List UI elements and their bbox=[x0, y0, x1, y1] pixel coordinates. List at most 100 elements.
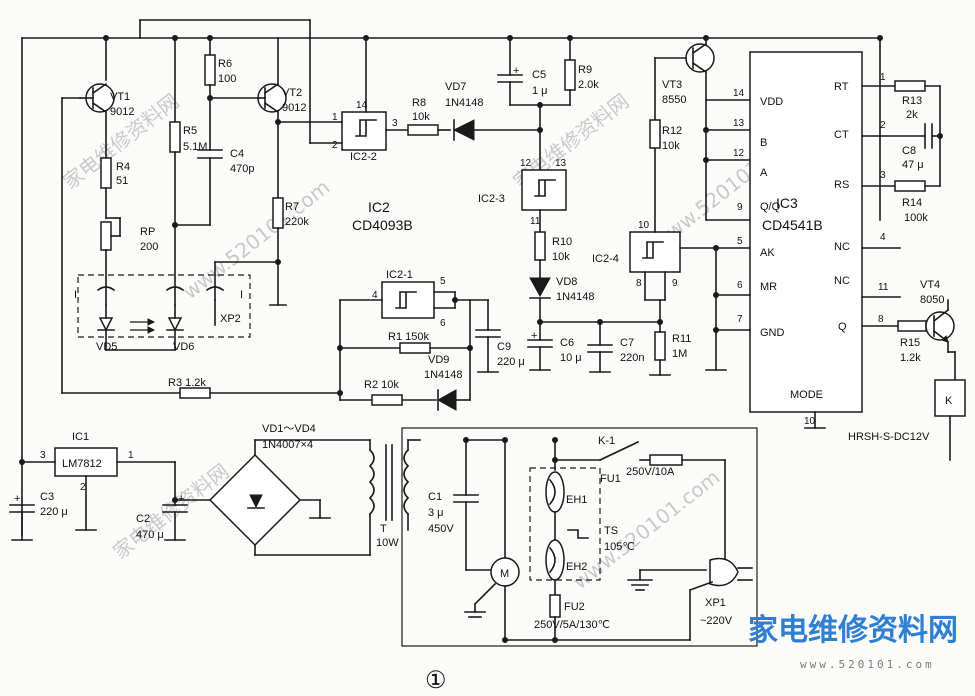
vt4-type: 8050 bbox=[920, 294, 944, 306]
eh2-label: EH2 bbox=[566, 561, 587, 573]
c2-value: 470 μ bbox=[136, 529, 164, 541]
pin-3: 3 bbox=[392, 118, 398, 129]
relay-label: K bbox=[945, 395, 953, 407]
ic3-rc-network: R13 2k C8 47 μ R14 100k bbox=[861, 80, 941, 224]
pin-11: 11 bbox=[530, 216, 541, 227]
mains-section: C1 3 μ 450V M EH1 EH2 TS 105℃ FU2 250V/5… bbox=[401, 427, 758, 647]
ic2-3-label: IC2-3 bbox=[478, 193, 505, 205]
site-logo: 家电维修资料网 www.520101.com bbox=[748, 613, 958, 671]
c2-label: C2 bbox=[136, 513, 150, 525]
r8-label: R8 bbox=[412, 97, 426, 109]
vd7-type: 1N4148 bbox=[445, 97, 484, 109]
ic3-pin-vdd: VDD bbox=[760, 96, 783, 108]
ic3-pin-q: Q bbox=[838, 321, 847, 333]
r4-value: 51 bbox=[116, 175, 128, 187]
c5-polarity: + bbox=[513, 65, 519, 77]
vt3-label: VT3 bbox=[662, 79, 682, 91]
junction-dots bbox=[103, 35, 943, 643]
pin-14: 14 bbox=[356, 100, 368, 111]
ic2-2-label: IC2-2 bbox=[350, 151, 377, 163]
vt2-label: VT2 bbox=[282, 87, 302, 99]
r7-value: 220k bbox=[285, 216, 309, 228]
vd6-label: VD6 bbox=[173, 341, 194, 353]
pin-2: 2 bbox=[332, 140, 338, 151]
ic3-pin-qq: Q/Q bbox=[760, 201, 781, 213]
r12-label: R12 bbox=[662, 125, 682, 137]
relay-model: HRSH-S-DC12V bbox=[848, 431, 930, 443]
r7-label: R7 bbox=[285, 201, 299, 213]
fu2-value: 250V/5A/130℃ bbox=[534, 619, 610, 631]
watermark-url: www.520101.com bbox=[568, 465, 724, 594]
vt3-stage: VT3 8550 R12 10k bbox=[649, 37, 751, 221]
motor-label: M bbox=[500, 568, 509, 580]
ic3-pin-rs: RS bbox=[834, 179, 849, 191]
pin-5: 5 bbox=[440, 276, 446, 287]
r14-value: 100k bbox=[904, 212, 928, 224]
c2-polarity: + bbox=[178, 493, 184, 505]
relay-driver: R15 1.2k VT4 8050 K HRSH-S-DC12V bbox=[848, 279, 966, 461]
ic3-pin-a: A bbox=[760, 167, 768, 179]
fu2-label: FU2 bbox=[564, 601, 585, 613]
c1-label: C1 bbox=[428, 491, 442, 503]
rp-label: RP bbox=[140, 226, 155, 238]
ic3-pin-nc-1: NC bbox=[834, 241, 850, 253]
logo-text: 家电维修资料网 bbox=[748, 613, 958, 648]
r1-label: R1 150k bbox=[388, 331, 429, 343]
c5-r9: + C5 1 μ R9 2.0k bbox=[497, 37, 599, 171]
pin-6: 6 bbox=[737, 280, 743, 291]
ic3-type: CD4541B bbox=[762, 217, 823, 233]
c5-label: C5 bbox=[532, 69, 546, 81]
pin-4: 4 bbox=[880, 232, 886, 243]
r5-label: R5 bbox=[183, 125, 197, 137]
r14-label: R14 bbox=[902, 197, 922, 209]
pin-12: 12 bbox=[520, 158, 532, 169]
power-supply: IC1 LM7812 3 1 2 + C3 220 μ + C2 470 μ bbox=[9, 423, 410, 556]
c5-value: 1 μ bbox=[532, 85, 548, 97]
r12-value: 10k bbox=[662, 140, 680, 152]
pin-1: 1 bbox=[128, 450, 134, 461]
pin-3: 3 bbox=[40, 450, 46, 461]
rp-value: 200 bbox=[140, 241, 158, 253]
c8-label: C8 bbox=[902, 145, 916, 157]
c1-value: 3 μ bbox=[428, 507, 444, 519]
r10-label: R10 bbox=[552, 236, 572, 248]
switch-mark: I bbox=[240, 289, 243, 301]
ic3-pin-ak: AK bbox=[760, 247, 775, 259]
pin-1: 1 bbox=[880, 72, 886, 83]
c3-polarity: + bbox=[14, 493, 20, 505]
ic3-pin-b: B bbox=[760, 137, 767, 149]
r9-value: 2.0k bbox=[578, 79, 599, 91]
pin-7: 7 bbox=[737, 314, 743, 325]
pin-3: 3 bbox=[880, 170, 886, 181]
vd8-type: 1N4148 bbox=[556, 291, 595, 303]
vt4-label: VT4 bbox=[920, 279, 940, 291]
r4-label: R4 bbox=[116, 161, 130, 173]
c4-value: 470p bbox=[230, 163, 254, 175]
vt3-type: 8550 bbox=[662, 94, 686, 106]
pin-1: 1 bbox=[332, 112, 338, 123]
eh1-label: EH1 bbox=[566, 494, 587, 506]
ts-value: 105℃ bbox=[604, 541, 635, 553]
logo-url: www.520101.com bbox=[800, 658, 935, 671]
c6-polarity: + bbox=[531, 330, 537, 342]
rp-potentiometer: RP 200 bbox=[100, 217, 158, 306]
pin-4: 4 bbox=[372, 290, 378, 301]
c4-label: C4 bbox=[230, 148, 244, 160]
r6-value: 100 bbox=[218, 73, 236, 85]
ts-label: TS bbox=[604, 525, 618, 537]
c7-value: 220n bbox=[620, 352, 644, 364]
r8-value: 10k bbox=[412, 111, 430, 123]
r10-value: 10k bbox=[552, 251, 570, 263]
c6-value: 10 μ bbox=[560, 352, 582, 364]
r11-label: R11 bbox=[672, 333, 691, 345]
pin-9: 9 bbox=[672, 278, 678, 289]
ic3-pin-mr: MR bbox=[760, 281, 777, 293]
vt1-transistor: VT1 9012 bbox=[61, 37, 134, 394]
pin-11: 11 bbox=[878, 282, 889, 293]
pin-9: 9 bbox=[737, 202, 743, 213]
vt1-type: 9012 bbox=[110, 106, 134, 118]
vd9-type: 1N4148 bbox=[424, 369, 463, 381]
pin-10: 10 bbox=[638, 220, 650, 231]
ic2-3-gate: 12 13 11 IC2-3 bbox=[478, 158, 567, 233]
